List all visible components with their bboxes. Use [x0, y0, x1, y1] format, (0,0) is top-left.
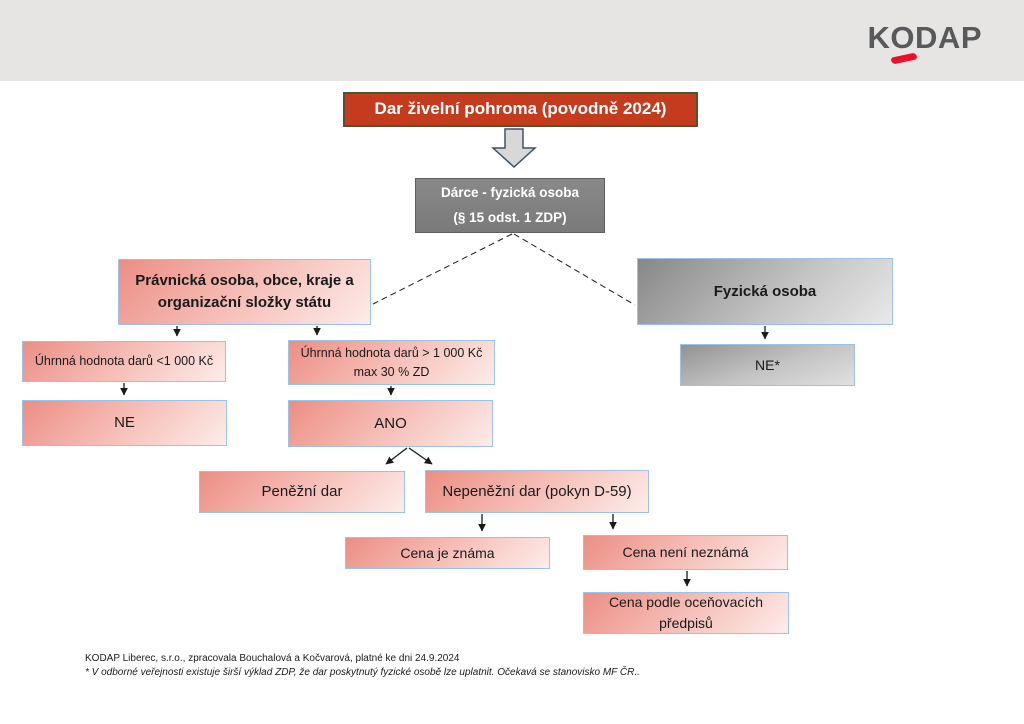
- node-fyzicka: Fyzická osoba: [637, 258, 893, 325]
- title-box: Dar živelní pohroma (povodně 2024): [343, 92, 698, 127]
- kodap-logo-text: KODAP: [867, 20, 982, 55]
- node-pravnicka-line2: organizační složky státu: [157, 294, 332, 311]
- node-nepenezni: Nepeněžní dar (pokyn D-59): [425, 470, 649, 513]
- node-uhrn-lt-label: Úhrnná hodnota darů <1 000 Kč: [34, 354, 214, 369]
- node-ano: ANO: [288, 400, 493, 447]
- dashed-connector-right: [513, 233, 636, 306]
- node-cena-podle-line2: předpisů: [659, 615, 713, 631]
- node-nepenezni-label: Nepeněžní dar (pokyn D-59): [442, 482, 632, 500]
- node-cena-podle-line1: Cena podle oceňovacích: [608, 594, 764, 610]
- node-penezni-label: Peněžní dar: [261, 483, 343, 501]
- block-down-arrow-icon: [491, 128, 537, 169]
- footer-disclaimer-line: * V odborné veřejnosti existuje širší vý…: [85, 667, 640, 678]
- node-ne-label: NE: [114, 414, 135, 432]
- header-band: [0, 0, 1024, 81]
- node-uhrn-gt-line1: Úhrnná hodnota darů > 1 000 Kč: [300, 346, 483, 361]
- node-ano-label: ANO: [374, 414, 407, 432]
- arrow-ano-to-nepenezni: [408, 447, 433, 465]
- node-cena-znama-label: Cena je známa: [400, 544, 495, 561]
- node-cena-neni-label: Cena není neznámá: [622, 544, 749, 561]
- node-ne: NE: [22, 400, 227, 446]
- footer-credit-line: KODAP Liberec, s.r.o., zpracovala Boucha…: [85, 653, 460, 664]
- node-fyzicka-label: Fyzická osoba: [713, 282, 817, 300]
- node-uhrn-lt: Úhrnná hodnota darů <1 000 Kč: [22, 341, 226, 382]
- node-uhrn-gt-line2: max 30 % ZD: [353, 364, 430, 379]
- node-penezni: Peněžní dar: [199, 471, 405, 513]
- arrow-ano-to-penezni: [385, 447, 408, 465]
- node-darce: Dárce - fyzická osoba (§ 15 odst. 1 ZDP): [415, 178, 605, 233]
- node-cena-neni: Cena není neznámá: [583, 535, 788, 570]
- kodap-logo: KODAP: [867, 20, 982, 65]
- node-ne-star: NE*: [680, 344, 855, 386]
- node-pravnicka: Právnická osoba, obce, kraje a organizač…: [118, 259, 371, 325]
- node-uhrn-gt: Úhrnná hodnota darů > 1 000 Kč max 30 % …: [288, 340, 495, 385]
- node-pravnicka-line1: Právnická osoba, obce, kraje a: [135, 272, 354, 290]
- dashed-connector-left: [372, 233, 513, 305]
- title-text: Dar živelní pohroma (povodně 2024): [374, 99, 667, 119]
- node-cena-znama: Cena je známa: [345, 537, 550, 569]
- node-darce-line1: Dárce - fyzická osoba: [440, 185, 580, 201]
- footer-notes: KODAP Liberec, s.r.o., zpracovala Boucha…: [85, 652, 640, 680]
- node-ne-star-label: NE*: [755, 356, 780, 373]
- node-cena-podle: Cena podle oceňovacích předpisů: [583, 592, 789, 634]
- node-darce-line2: (§ 15 odst. 1 ZDP): [453, 209, 567, 225]
